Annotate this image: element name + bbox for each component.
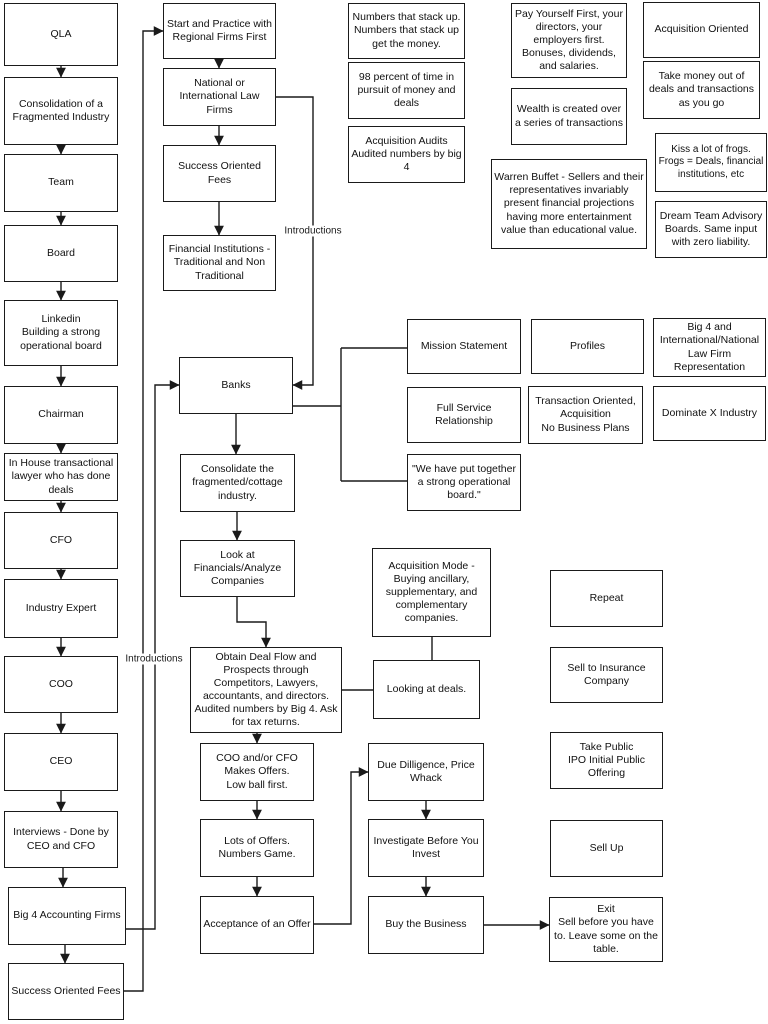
- flow-node-take-public: Take Public IPO Initial Public Offering: [550, 732, 663, 789]
- flow-node-dream-team: Dream Team Advisory Boards. Same input w…: [655, 201, 767, 258]
- flow-node-obtain-deal-flow: Obtain Deal Flow and Prospects through C…: [190, 647, 342, 733]
- flow-node-repeat: Repeat: [550, 570, 663, 627]
- flow-node-wealth-series: Wealth is created over a series of trans…: [511, 88, 627, 145]
- flow-node-numbers-stack: Numbers that stack up. Numbers that stac…: [348, 3, 465, 59]
- flow-node-inhouse-lawyer: In House transactional lawyer who has do…: [4, 453, 118, 501]
- flow-node-team: Team: [4, 154, 118, 212]
- flow-node-full-service: Full Service Relationship: [407, 387, 521, 443]
- flow-node-looking-deals: Looking at deals.: [373, 660, 480, 719]
- flow-node-take-money-out: Take money out of deals and transactions…: [643, 61, 760, 119]
- flow-node-coo: COO: [4, 656, 118, 713]
- flow-node-coo-cfo-offers: COO and/or CFO Makes Offers. Low ball fi…: [200, 743, 314, 801]
- flow-node-banks: Banks: [179, 357, 293, 414]
- flow-node-exit: Exit Sell before you have to. Leave some…: [549, 897, 663, 962]
- flow-node-pay-yourself: Pay Yourself First, your directors, your…: [511, 3, 627, 78]
- flow-node-board: Board: [4, 225, 118, 282]
- flow-node-acquisition-oriented: Acquisition Oriented: [643, 2, 760, 58]
- flow-node-warren-buffet: Warren Buffet - Sellers and their repres…: [491, 159, 647, 249]
- flow-node-consolidation-fragmented: Consolidation of a Fragmented Industry: [4, 77, 118, 145]
- flow-node-chairman: Chairman: [4, 386, 118, 444]
- flow-node-interviews: Interviews - Done by CEO and CFO: [4, 811, 118, 868]
- flow-node-sell-insurance: Sell to Insurance Company: [550, 647, 663, 703]
- flow-node-kiss-frogs: Kiss a lot of frogs. Frogs = Deals, fina…: [655, 133, 767, 192]
- flow-node-lots-offers: Lots of Offers. Numbers Game.: [200, 819, 314, 877]
- flow-node-start-practice: Start and Practice with Regional Firms F…: [163, 3, 276, 59]
- flow-node-success-fees-left: Success Oriented Fees: [8, 963, 124, 1020]
- flow-node-mission-statement: Mission Statement: [407, 319, 521, 374]
- flow-node-big4-accounting: Big 4 Accounting Firms: [8, 887, 126, 945]
- flow-node-big4-law-rep: Big 4 and International/National Law Fir…: [653, 318, 766, 377]
- flow-node-due-diligence: Due Dilligence, Price Whack: [368, 743, 484, 801]
- edge-successfeesleft-to-start: [124, 26, 164, 992]
- edge-nationallaw-to-banks: [276, 96, 314, 390]
- edge-acceptance-to-duediligence: [314, 767, 369, 925]
- flow-node-national-law: National or International Law Firms: [163, 68, 276, 126]
- flow-node-ceo: CEO: [4, 733, 118, 791]
- edge-label-introductions-right: Introductions: [283, 225, 343, 237]
- flow-node-success-fees-mid: Success Oriented Fees: [163, 145, 276, 202]
- flow-node-consolidate-industry: Consolidate the fragmented/cottage indus…: [180, 454, 295, 512]
- flow-node-buy-business: Buy the Business: [368, 896, 484, 954]
- edge-look-to-obtain: [236, 597, 271, 648]
- flow-node-cfo: CFO: [4, 512, 118, 569]
- flow-node-industry-expert: Industry Expert: [4, 579, 118, 638]
- flow-node-acquisition-audits: Acquisition Audits Audited numbers by bi…: [348, 126, 465, 183]
- flow-node-linkedin-board: Linkedin Building a strong operational b…: [4, 300, 118, 366]
- flow-node-qla: QLA: [4, 3, 118, 66]
- edge-label-introductions-left: Introductions: [124, 653, 184, 665]
- flow-node-look-financials: Look at Financials/Analyze Companies: [180, 540, 295, 597]
- flow-node-dominate-industry: Dominate X Industry: [653, 386, 766, 441]
- flow-node-financial-institutions: Financial Institutions - Traditional and…: [163, 235, 276, 291]
- flow-node-acceptance-offer: Acceptance of an Offer: [200, 896, 314, 954]
- flow-node-pct-98: 98 percent of time in pursuit of money a…: [348, 62, 465, 119]
- flow-node-investigate: Investigate Before You Invest: [368, 819, 484, 877]
- flow-node-we-have-put: "We have put together a strong operation…: [407, 454, 521, 511]
- flow-node-profiles: Profiles: [531, 319, 644, 374]
- flow-node-transaction-oriented: Transaction Oriented, Acquisition No Bus…: [528, 386, 643, 444]
- flow-node-sell-up: Sell Up: [550, 820, 663, 877]
- flow-node-acquisition-mode: Acquisition Mode - Buying ancillary, sup…: [372, 548, 491, 637]
